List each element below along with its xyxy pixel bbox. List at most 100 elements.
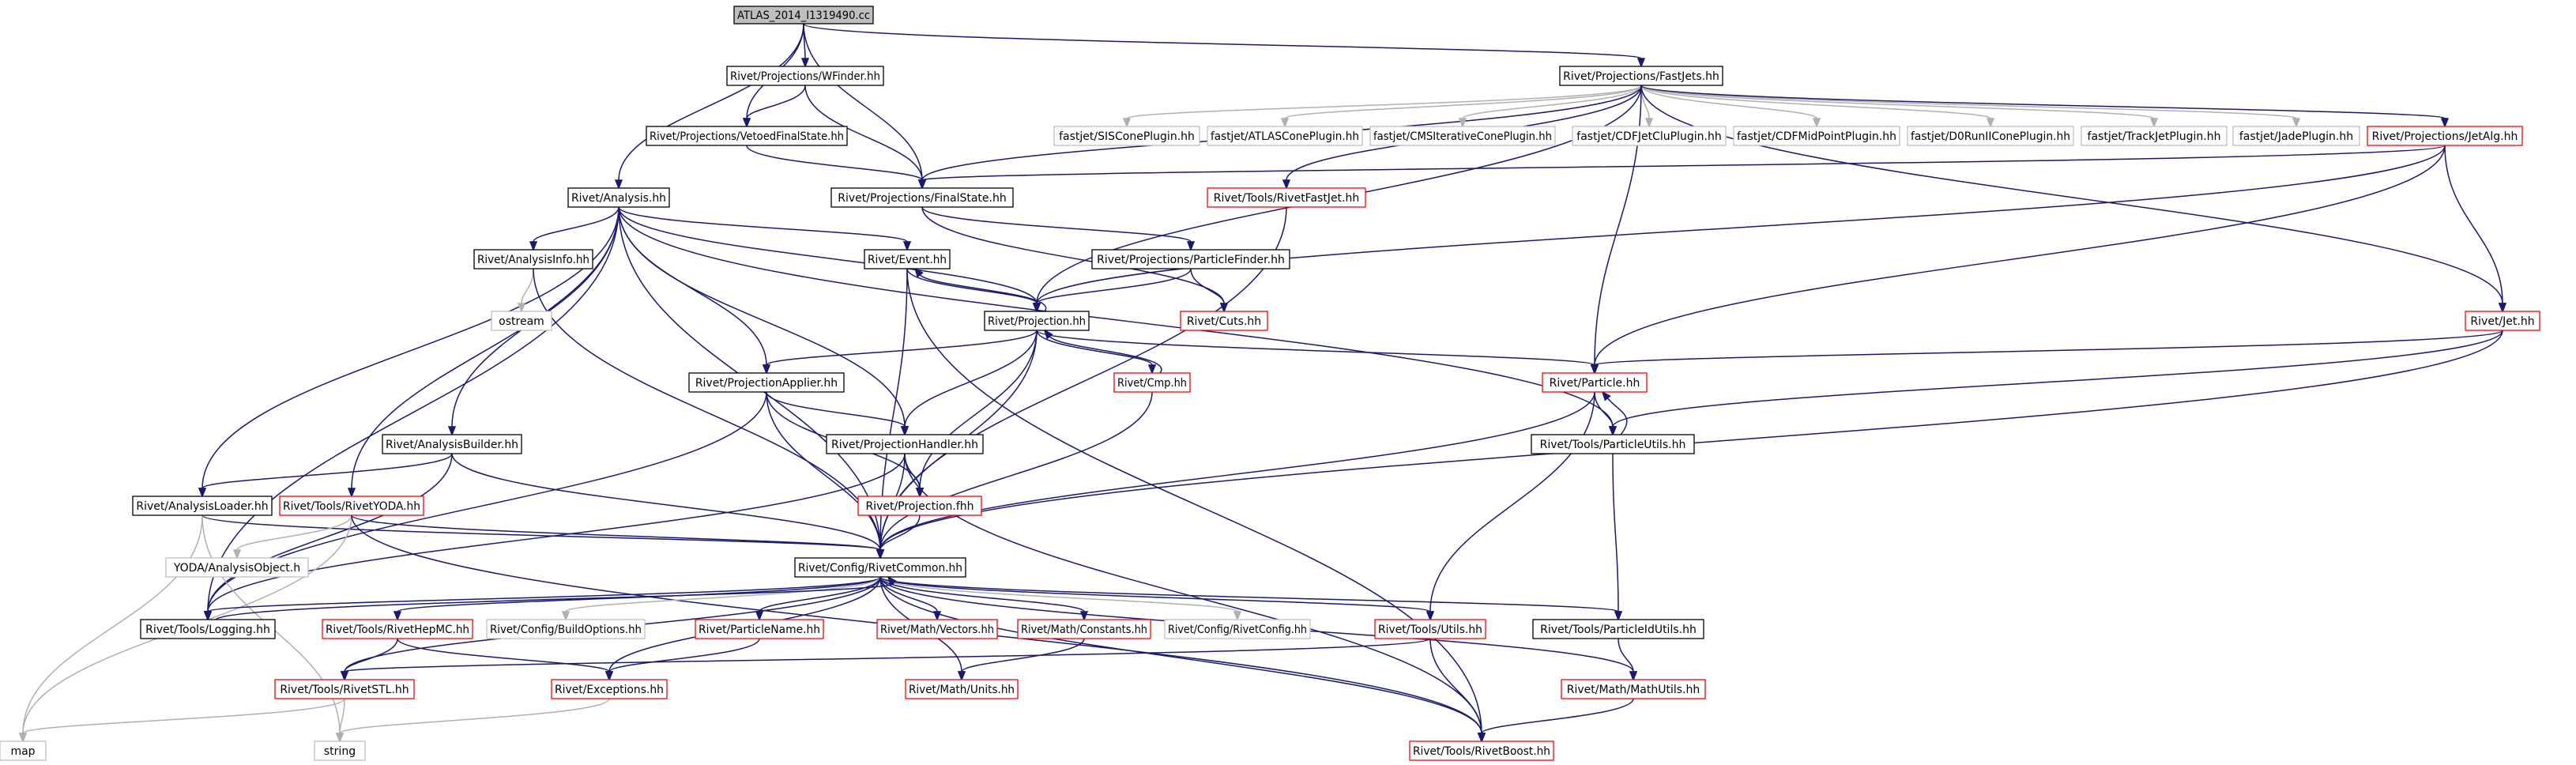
- node-rivet-projections-finalstate-hh[interactable]: Rivet/Projections/FinalState.hh: [830, 187, 1014, 208]
- node-rivet-projections-wfinder-hh[interactable]: Rivet/Projections/WFinder.hh: [726, 66, 884, 86]
- node-label: fastjet/D0RunIIConePlugin.hh: [1911, 130, 2070, 143]
- arrowhead: [900, 426, 910, 437]
- arrowhead: [347, 488, 356, 499]
- arrowhead: [1477, 733, 1486, 744]
- edge-vetoed-to-finalstate: [746, 145, 927, 190]
- node-rivet-analysisinfo-hh[interactable]: Rivet/AnalysisInfo.hh: [473, 249, 593, 269]
- node-box: [279, 496, 424, 516]
- node-label: fastjet/ATLASConePlugin.hh: [1211, 130, 1359, 143]
- node-rivet-math-vectors-hh[interactable]: Rivet/Math/Vectors.hh: [876, 619, 998, 639]
- node-box: [165, 557, 309, 578]
- node-rivet-projectionhandler-hh[interactable]: Rivet/ProjectionHandler.hh: [826, 434, 984, 454]
- node-box: [2232, 126, 2360, 146]
- edge-jet-to-particleutils: [1608, 330, 2503, 437]
- node-fastjet-cdfmidpointplugin-hh: fastjet/CDFMidPointPlugin.hh: [1733, 126, 1900, 146]
- node-rivet-projections-jetalg-hh[interactable]: Rivet/Projections/JetAlg.hh: [2367, 126, 2523, 146]
- node-rivet-config-rivetcommon-hh[interactable]: Rivet/Config/RivetCommon.hh: [794, 557, 966, 578]
- node-label: Rivet/Tools/RivetSTL.hh: [280, 684, 409, 696]
- node-rivet-projection-fhh[interactable]: Rivet/Projection.fhh: [857, 496, 982, 516]
- node-box: [1409, 741, 1554, 761]
- node-box: [314, 741, 366, 761]
- arrowhead: [1425, 611, 1435, 622]
- edge-hepmc-to-exceptions: [397, 638, 614, 682]
- arrowhead: [913, 267, 924, 278]
- node-box: [1374, 619, 1486, 639]
- node-rivet-tools-rivethepmc-hh[interactable]: Rivet/Tools/RivetHepMC.hh: [322, 619, 473, 639]
- node-box: [864, 249, 951, 269]
- edge-projection-to-projapplier: [762, 330, 1038, 375]
- edge-jetalg-to-finalstate: [917, 145, 2446, 190]
- arrowhead: [18, 733, 28, 744]
- node-rivet-cuts-hh[interactable]: Rivet/Cuts.hh: [1180, 311, 1268, 331]
- arrowhead: [1122, 118, 1132, 129]
- arrowhead: [1614, 611, 1623, 622]
- node-box: [1164, 619, 1311, 639]
- node-box: [473, 249, 593, 269]
- node-label: Rivet/Projections/ParticleFinder.hh: [1097, 254, 1285, 266]
- arrowhead: [1032, 303, 1041, 314]
- node-atlas-2014-i1319490-cc: ATLAS_2014_I1319490.cc: [733, 6, 874, 24]
- edge-analysisbuilder-to-analysisloader: [198, 453, 453, 499]
- node-rivet-projections-fastjets-hh[interactable]: Rivet/Projections/FastJets.hh: [1559, 66, 1723, 86]
- node-box: [1091, 249, 1290, 269]
- arrowhead: [340, 671, 349, 682]
- node-rivet-cmp-hh[interactable]: Rivet/Cmp.hh: [1113, 372, 1191, 393]
- node-rivet-projectionapplier-hh[interactable]: Rivet/ProjectionApplier.hh: [688, 372, 845, 393]
- node-box: [688, 372, 845, 393]
- node-box: [0, 741, 47, 761]
- node-rivet-math-constants-hh[interactable]: Rivet/Math/Constants.hh: [1017, 619, 1151, 639]
- edge-fastjets-to-jetalg: [1640, 85, 2450, 129]
- arrowhead: [1590, 364, 1599, 375]
- node-box: [1369, 126, 1556, 146]
- node-rivet-math-mathutils-hh[interactable]: Rivet/Math/MathUtils.hh: [1561, 679, 1706, 699]
- arrowhead: [1147, 364, 1157, 375]
- arrowhead: [1812, 118, 1821, 129]
- node-label: fastjet/TrackJetPlugin.hh: [2088, 130, 2221, 143]
- node-box: [551, 679, 668, 699]
- edge-analysisloader-to-rivetcommon: [201, 514, 885, 560]
- node-rivet-projections-particlefinder-hh[interactable]: Rivet/Projections/ParticleFinder.hh: [1091, 249, 1290, 269]
- node-rivet-tools-particleidutils-hh[interactable]: Rivet/Tools/ParticleIdUtils.hh: [1532, 619, 1704, 639]
- node-rivet-math-units-hh[interactable]: Rivet/Math/Units.hh: [905, 679, 1019, 699]
- node-box: [1017, 619, 1151, 639]
- node-rivet-analysisloader-hh[interactable]: Rivet/AnalysisLoader.hh: [132, 496, 273, 516]
- edge-rivetcommon-to-buildopts: [561, 576, 881, 622]
- edge-analysis-to-projhandler: [618, 206, 910, 437]
- node-label: Rivet/Projections/FinalState.hh: [838, 192, 1006, 205]
- edge-pidutils-to-mathutils: [1618, 638, 1638, 682]
- node-box: [1113, 372, 1191, 393]
- edge-fastjets-to-cdfmid: [1640, 85, 1821, 129]
- arrowhead: [762, 364, 771, 375]
- node-rivet-tools-rivetfastjet-hh[interactable]: Rivet/Tools/RivetFastJet.hh: [1207, 187, 1366, 208]
- edge-jetalg-to-projection: [1032, 145, 2446, 314]
- node-rivet-particlename-hh[interactable]: Rivet/ParticleName.hh: [695, 619, 824, 639]
- arrowhead: [876, 549, 885, 560]
- edge-rivetcommon-to-logging: [203, 576, 881, 622]
- node-rivet-projection-hh[interactable]: Rivet/Projection.hh: [984, 311, 1090, 331]
- node-rivet-analysis-hh[interactable]: Rivet/Analysis.hh: [567, 187, 670, 208]
- node-rivet-event-hh[interactable]: Rivet/Event.hh: [864, 249, 951, 269]
- node-rivet-analysisbuilder-hh[interactable]: Rivet/AnalysisBuilder.hh: [382, 434, 522, 454]
- node-rivet-particle-hh[interactable]: Rivet/Particle.hh: [1542, 372, 1648, 393]
- arrowhead: [1043, 329, 1053, 340]
- node-rivet-projections-vetoedfinalstate-hh[interactable]: Rivet/Projections/VetoedFinalState.hh: [646, 126, 848, 146]
- node-label: Rivet/Projections/FastJets.hh: [1563, 70, 1719, 83]
- node-rivet-tools-rivetboost-hh[interactable]: Rivet/Tools/RivetBoost.hh: [1409, 741, 1554, 761]
- edge-rivetcommon-to-hepmc: [393, 576, 881, 622]
- node-rivet-tools-logging-hh[interactable]: Rivet/Tools/Logging.hh: [140, 619, 276, 639]
- node-label: Rivet/Math/Vectors.hh: [880, 624, 994, 636]
- node-rivet-jet-hh[interactable]: Rivet/Jet.hh: [2465, 311, 2540, 331]
- node-rivet-exceptions-hh[interactable]: Rivet/Exceptions.hh: [551, 679, 668, 699]
- edge-projhandler-to-logging: [203, 453, 906, 622]
- node-rivet-tools-rivetyoda-hh[interactable]: Rivet/Tools/RivetYODA.hh: [279, 496, 424, 516]
- arrowhead: [2498, 303, 2507, 314]
- edge-rivetstl-to-string: [335, 698, 345, 744]
- node-label: Rivet/Projections/JetAlg.hh: [2372, 130, 2518, 143]
- node-box: [794, 557, 966, 578]
- node-label: Rivet/ProjectionHandler.hh: [831, 439, 978, 451]
- node-rivet-tools-particleutils-hh[interactable]: Rivet/Tools/ParticleUtils.hh: [1531, 434, 1695, 454]
- node-box: [567, 187, 670, 208]
- node-rivet-tools-rivetstl-hh[interactable]: Rivet/Tools/RivetSTL.hh: [274, 679, 415, 699]
- node-rivet-tools-utils-hh[interactable]: Rivet/Tools/Utils.hh: [1374, 619, 1486, 639]
- edge-analysisbuilder-to-rivetcommon: [451, 453, 885, 560]
